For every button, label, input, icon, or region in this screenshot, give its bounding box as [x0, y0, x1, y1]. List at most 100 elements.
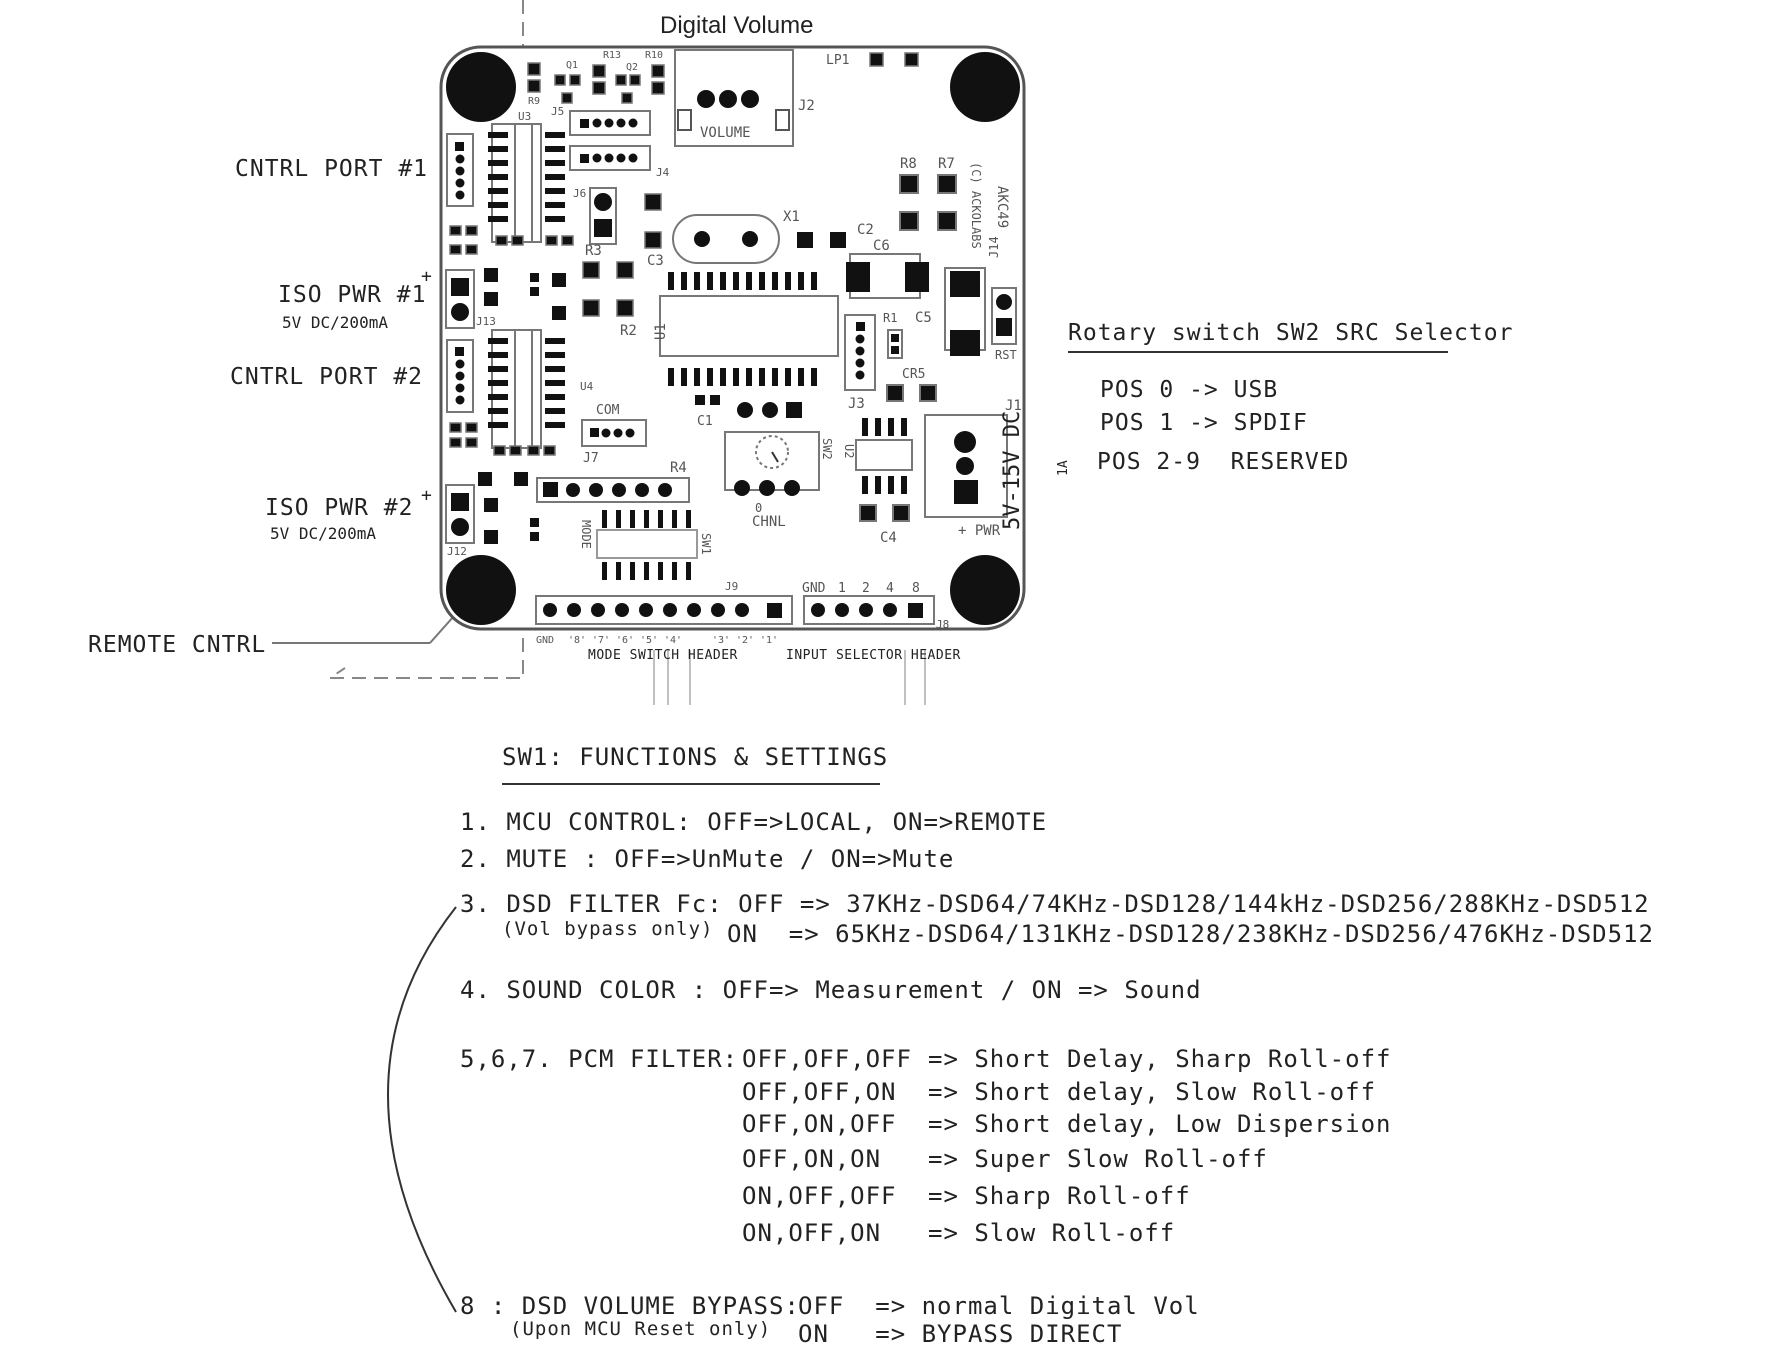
sw1-item-8-off: OFF => normal Digital Vol [798, 1292, 1200, 1320]
svg-text:R2: R2 [620, 323, 637, 339]
pcm-filter-result-3: => Super Slow Roll-off [928, 1145, 1268, 1173]
mode-switch-header-label: MODE SWITCH HEADER [588, 648, 738, 663]
power-connector-j1 [924, 414, 1008, 518]
svg-text:J14: J14 [987, 236, 1001, 258]
bypass-bracket-arc [387, 906, 457, 1313]
pcm-filter-result-0: => Short Delay, Sharp Roll-off [928, 1045, 1392, 1073]
pcm-filter-result-4: => Sharp Roll-off [928, 1182, 1191, 1210]
svg-text:C4: C4 [880, 530, 897, 546]
sw1-item-567: 5,6,7. PCM FILTER: [460, 1045, 739, 1073]
sw1-title: SW1: FUNCTIONS & SETTINGS [502, 743, 889, 771]
volume-potentiometer [674, 49, 794, 147]
svg-text:C5: C5 [915, 310, 932, 326]
pcm-filter-setting-4: ON,OFF,OFF [742, 1182, 897, 1210]
sw1-item-2: 2. MUTE : OFF=>UnMute / ON=>Mute [460, 845, 955, 873]
svg-text:U1: U1 [653, 323, 669, 340]
svg-text:R13: R13 [603, 50, 621, 61]
svg-text:J13: J13 [476, 315, 496, 328]
svg-text:CR5: CR5 [902, 367, 925, 382]
svg-text:J4: J4 [656, 166, 670, 179]
svg-text:J7: J7 [583, 451, 599, 466]
svg-text:X1: X1 [783, 209, 800, 225]
svg-text:J6: J6 [573, 187, 586, 200]
iso-pwr-1-spec: 5V DC/200mA [282, 313, 388, 332]
pcm-filter-setting-3: OFF,ON,ON [742, 1145, 882, 1173]
pcm-filter-result-2: => Short delay, Low Dispersion [928, 1110, 1392, 1138]
mounting-hole [950, 555, 1020, 625]
sw1-item-3: 3. DSD FILTER Fc: OFF => 37KHz-DSD64/74K… [460, 890, 1650, 918]
svg-text:R3: R3 [585, 243, 602, 259]
svg-text:R4: R4 [670, 460, 687, 476]
svg-text:Q2: Q2 [626, 62, 638, 73]
svg-text:J9: J9 [725, 580, 738, 593]
cntrl-port-2-label: CNTRL PORT #2 [230, 364, 424, 390]
svg-text:RST: RST [995, 348, 1017, 362]
svg-text:'6': '6' [616, 635, 634, 646]
svg-text:+: + [421, 266, 432, 287]
svg-text:+: + [421, 485, 432, 506]
svg-text:U2: U2 [842, 444, 856, 458]
mounting-hole [446, 52, 516, 122]
svg-text:J3: J3 [848, 396, 865, 412]
svg-text:U4: U4 [580, 380, 594, 393]
svg-text:MODE: MODE [579, 520, 593, 549]
svg-text:'4': '4' [664, 635, 682, 646]
rotary-pos-2-9: POS 2-9 RESERVED [1097, 449, 1350, 475]
svg-text:AKC49: AKC49 [994, 186, 1010, 228]
svg-text:R7: R7 [938, 156, 955, 172]
sw1-item-8-on: ON => BYPASS DIRECT [798, 1320, 1123, 1348]
svg-text:J5: J5 [551, 105, 564, 118]
remote-cntrl-label: REMOTE CNTRL [88, 632, 267, 658]
svg-text:GND: GND [536, 635, 554, 646]
sw1-item-8-note: (Upon MCU Reset only) [510, 1318, 772, 1340]
sw1-item-8: 8 : DSD VOLUME BYPASS: [460, 1292, 800, 1320]
svg-text:2: 2 [862, 581, 870, 596]
svg-text:8: 8 [912, 581, 920, 596]
svg-text:J1: J1 [1005, 398, 1022, 414]
svg-text:R8: R8 [900, 156, 917, 172]
svg-text:C3: C3 [647, 253, 664, 269]
pcm-filter-setting-1: OFF,OFF,ON [742, 1078, 897, 1106]
power-voltage-label: 5V-15V DC [1000, 410, 1025, 530]
svg-text:+ PWR: + PWR [958, 523, 1001, 539]
svg-text:C2: C2 [857, 222, 874, 238]
svg-text:Q1: Q1 [566, 60, 578, 71]
pcm-filter-setting-5: ON,OFF,ON [742, 1219, 882, 1247]
sw1-item-1: 1. MCU CONTROL: OFF=>LOCAL, ON=>REMOTE [460, 808, 1048, 836]
svg-text:VOLUME: VOLUME [700, 125, 751, 141]
svg-text:R1: R1 [883, 311, 897, 325]
ic-u1 [659, 295, 839, 357]
svg-text:(C) ACKOLABS: (C) ACKOLABS [969, 162, 983, 249]
svg-text:SW1: SW1 [699, 533, 713, 555]
pcm-filter-setting-0: OFF,OFF,OFF [742, 1045, 912, 1073]
svg-text:SW2: SW2 [820, 438, 834, 460]
iso-pwr-2-spec: 5V DC/200mA [270, 524, 376, 543]
dip-switch-sw1 [596, 529, 698, 559]
power-current-label: 1A [1056, 460, 1071, 476]
sw1-item-4: 4. SOUND COLOR : OFF=> Measurement / ON … [460, 976, 1202, 1004]
mode-switch-header-j9 [535, 595, 793, 625]
svg-text:COM: COM [596, 403, 620, 418]
svg-text:R9: R9 [528, 96, 540, 107]
mounting-hole [446, 555, 516, 625]
mounting-hole [950, 52, 1020, 122]
svg-text:'1': '1' [760, 635, 778, 646]
pcm-filter-result-5: => Slow Roll-off [928, 1219, 1176, 1247]
rotary-pos-0: POS 0 -> USB [1100, 377, 1279, 403]
iso-pwr-1-label: ISO PWR #1 [278, 282, 427, 308]
svg-text:4: 4 [886, 581, 894, 596]
svg-text:0: 0 [755, 501, 762, 515]
svg-text:J8: J8 [936, 618, 949, 631]
svg-text:1: 1 [838, 581, 846, 596]
svg-text:C6: C6 [873, 238, 890, 254]
svg-text:J2: J2 [798, 98, 815, 114]
rotary-title: Rotary switch SW2 SRC Selector [1068, 320, 1514, 346]
sw1-item-3-on: ON => 65KHz-DSD64/131KHz-DSD128/238KHz-D… [727, 920, 1654, 948]
cntrl-port-1-label: CNTRL PORT #1 [235, 156, 429, 182]
svg-text:CHNL: CHNL [752, 514, 786, 530]
iso-pwr-2-label: ISO PWR #2 [265, 495, 414, 521]
pcm-filter-setting-2: OFF,ON,OFF [742, 1110, 897, 1138]
svg-text:R10: R10 [645, 50, 663, 61]
svg-text:'3': '3' [712, 635, 730, 646]
svg-text:'2': '2' [736, 635, 754, 646]
